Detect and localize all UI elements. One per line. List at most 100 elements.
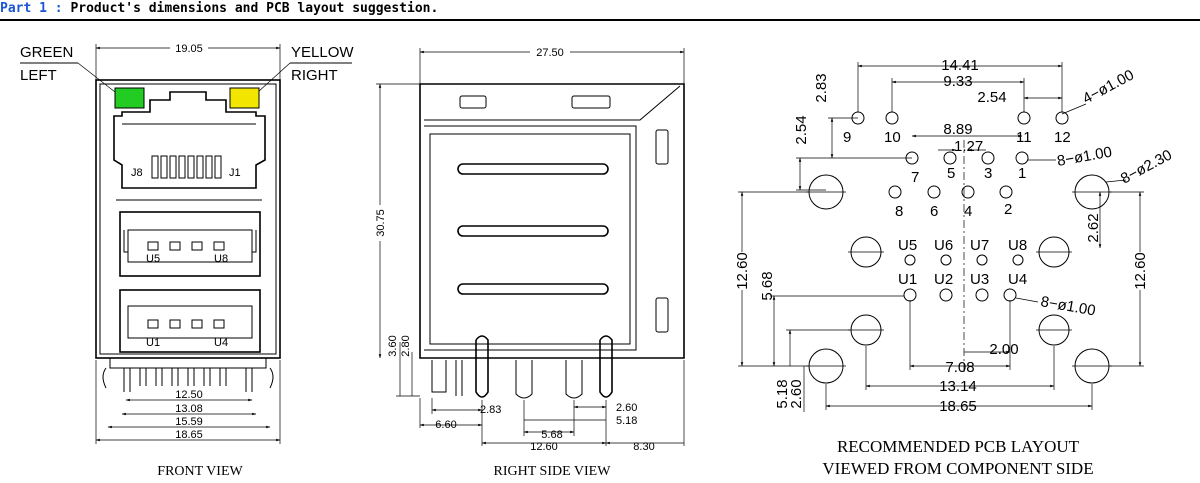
pcb-layout: 14.41 9.33 2.54 4−ø1.00 2.83 2.54 9 10 1… — [734, 57, 1175, 478]
yellow-leader — [257, 62, 291, 93]
usb-pin-u7: U7 — [970, 237, 989, 254]
pcb-hole-7 — [905, 151, 919, 165]
dim-30-75: 30.75 — [375, 209, 387, 237]
pcb-ext-lines-lower — [865, 300, 1055, 390]
pin-label-2: 2 — [1004, 201, 1012, 218]
side-pin — [431, 360, 447, 393]
pcb-caption-line1: RECOMMENDED PCB LAYOUT — [837, 437, 1080, 456]
pcb-hole-u2 — [939, 288, 953, 302]
hole-spec-8c: 8−ø1.00 — [1039, 293, 1097, 319]
side-body-bevel — [424, 85, 681, 121]
side-pin — [455, 360, 463, 396]
front-base — [109, 357, 267, 369]
usb-pin-u2: U2 — [934, 271, 953, 288]
pin-label-6: 6 — [930, 203, 938, 220]
side-body — [419, 83, 685, 359]
dim-18-65: 18.65 — [939, 398, 977, 415]
rj45-pin-j8: J8 — [131, 167, 143, 179]
dim-5-68: 5.68 — [541, 429, 562, 441]
dim-bg — [170, 42, 208, 54]
hole-8c-leader — [1015, 297, 1039, 303]
dim-3-60: 3.60 — [387, 335, 399, 356]
dim-2-60: 2.60 — [788, 379, 805, 408]
dim-14-41: 14.41 — [941, 57, 979, 74]
header-rule — [0, 19, 1200, 21]
pcb-hole-1 — [1015, 151, 1029, 165]
side-rib — [457, 163, 609, 175]
dim-13-14: 13.14 — [939, 378, 977, 395]
dim-15-59: 15.59 — [175, 416, 203, 428]
usb-upper-contacts — [147, 241, 225, 251]
green-label: GREEN — [20, 44, 73, 61]
dim-2-60: 2.60 — [616, 402, 637, 414]
side-rib — [457, 225, 609, 237]
hole-4-leader — [1061, 103, 1087, 115]
usb-upper-side — [252, 230, 257, 253]
pin-label-8: 8 — [895, 203, 903, 220]
side-view-caption: RIGHT SIDE VIEW — [494, 464, 612, 479]
front-body-inner — [99, 83, 277, 355]
pcb-hole-5 — [943, 151, 957, 165]
pcb-hole-8 — [888, 185, 902, 199]
part-separator: : — [46, 1, 71, 16]
dim-6-60: 6.60 — [435, 419, 456, 431]
hole-spec-8a: 8−ø1.00 — [1056, 144, 1114, 170]
hole-8b-leader — [1105, 179, 1127, 183]
dim-2-83: 2.83 — [813, 73, 830, 102]
side-pin — [475, 335, 489, 398]
dim-12-60-right: 12.60 — [1132, 252, 1149, 290]
dim-7-08: 7.08 — [945, 359, 974, 376]
dim-2-83: 2.83 — [480, 404, 501, 416]
dim-12-50: 12.50 — [175, 389, 203, 401]
pcb-hole-u4 — [1003, 288, 1017, 302]
pcb-hole-12 — [1055, 111, 1069, 125]
front-view: GREEN LEFT YELLOW RIGHT 19.05 — [20, 42, 354, 479]
yellow-label: YELLOW — [291, 44, 354, 61]
dim-2-62: 2.62 — [1085, 213, 1102, 242]
pcb-hole-4 — [961, 185, 975, 199]
dim-2-00: 2.00 — [989, 341, 1018, 358]
dim-bg — [372, 205, 388, 241]
usb-upper-tongue — [127, 229, 253, 263]
usb-pin-u1: U1 — [898, 271, 917, 288]
usb-lower-contacts — [147, 319, 225, 329]
usb-label-u1: U1 — [146, 337, 160, 349]
usb-pin-u3: U3 — [970, 271, 989, 288]
side-body-inner — [424, 125, 637, 351]
dim-1-27: 1.27 — [954, 138, 983, 155]
usb-pin-u6: U6 — [934, 237, 953, 254]
dim-2-54-top: 2.54 — [977, 89, 1006, 106]
dim-2-54-left: 2.54 — [793, 115, 810, 144]
side-slot — [655, 129, 669, 165]
pin-label-11: 11 — [1016, 129, 1032, 146]
pcb-hole-11 — [1017, 111, 1031, 125]
pin-label-3: 3 — [984, 165, 992, 182]
green-led — [114, 87, 145, 109]
side-slot — [459, 95, 487, 109]
pcb-hole-3 — [981, 151, 995, 165]
pcb-hole-10 — [885, 111, 899, 125]
side-pin — [599, 335, 613, 398]
dim-9-33: 9.33 — [943, 73, 972, 90]
pcb-hole-u7 — [976, 254, 988, 266]
pin-label-9: 9 — [843, 129, 851, 146]
dim-5-68: 5.68 — [759, 271, 776, 300]
side-slot — [571, 95, 611, 109]
usb-pin-u4: U4 — [1008, 271, 1027, 288]
header-text: Part 1 : Product's dimensions and PCB la… — [0, 1, 438, 16]
dim-18-65: 18.65 — [175, 429, 203, 441]
pcb-hole-2 — [999, 185, 1013, 199]
pcb-hole-6 — [927, 185, 941, 199]
dim-12-60: 12.60 — [530, 441, 558, 453]
pin-label-10: 10 — [884, 129, 901, 146]
rj45-contacts — [151, 155, 222, 179]
page-header: Part 1 : Product's dimensions and PCB la… — [0, 0, 1200, 22]
green-leader — [77, 62, 116, 93]
front-pins — [102, 367, 274, 392]
dim-bg — [734, 252, 750, 290]
usb-label-u8: U8 — [214, 253, 228, 265]
front-view-caption: FRONT VIEW — [157, 464, 243, 479]
rj45-pin-j1: J1 — [229, 167, 241, 179]
usb-lower-opening — [119, 289, 261, 353]
pcb-caption-line2: VIEWED FROM COMPONENT SIDE — [822, 459, 1093, 478]
